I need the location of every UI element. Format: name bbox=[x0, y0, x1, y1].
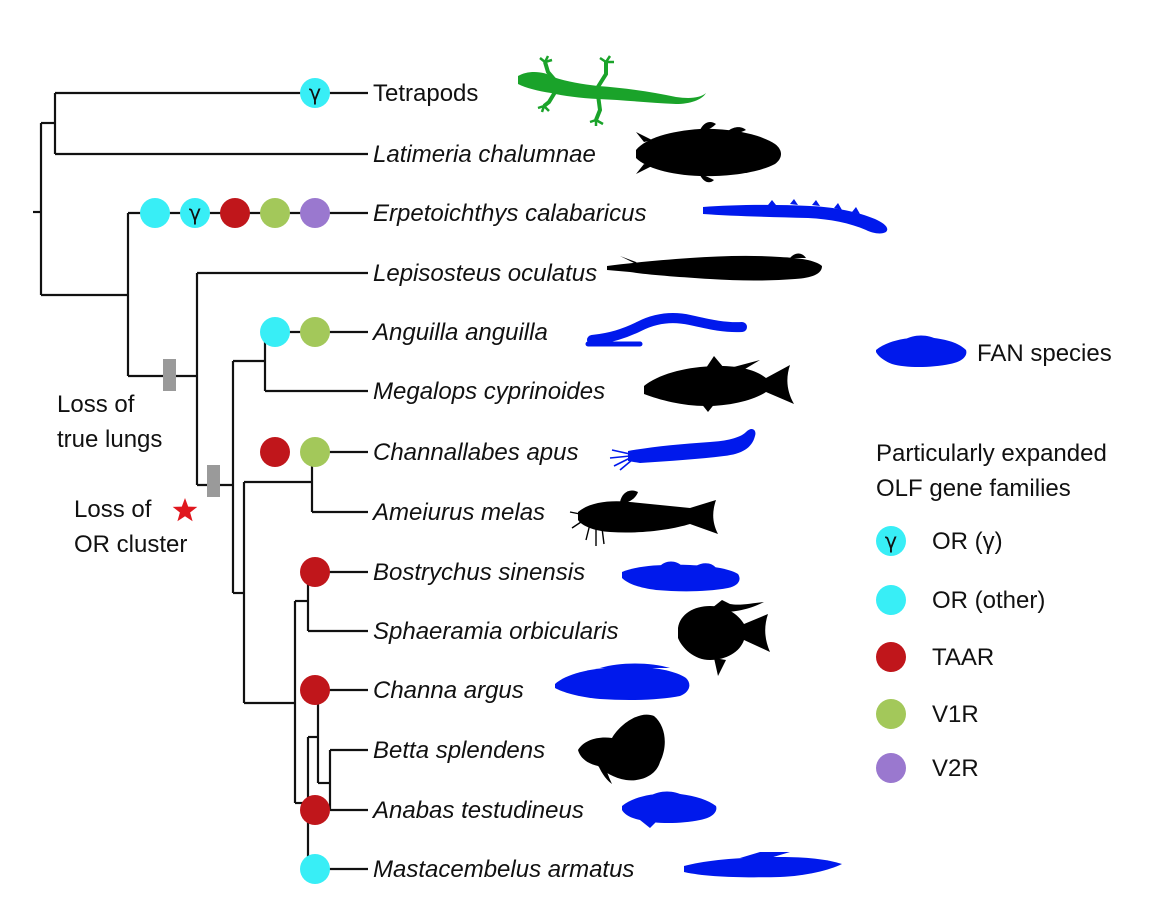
svg-text:γ: γ bbox=[885, 529, 897, 553]
event-marks bbox=[163, 359, 220, 497]
or-other-marker bbox=[260, 317, 290, 347]
legend-item-label: TAAR bbox=[932, 644, 994, 671]
svg-text:γ: γ bbox=[189, 201, 201, 225]
climbing-perch-icon[interactable] bbox=[622, 791, 717, 829]
legend-v2r-swatch bbox=[876, 753, 906, 783]
legend-taar-swatch bbox=[876, 642, 906, 672]
legend-or-other-swatch bbox=[876, 585, 906, 615]
betta-icon bbox=[578, 714, 665, 784]
event-box-loss-true-lungs bbox=[163, 359, 176, 391]
taxon-label: Lepisosteus oculatus bbox=[373, 260, 597, 287]
or-gamma-marker: γ bbox=[300, 78, 330, 108]
legend-items: γ OR (γ) OR (other) TAAR V1R V2R bbox=[876, 526, 1045, 783]
tarpon-icon bbox=[644, 356, 794, 412]
star-icon bbox=[172, 498, 198, 522]
taar-marker bbox=[300, 795, 330, 825]
taxon-label: Mastacembelus armatus bbox=[373, 856, 634, 883]
event-box-loss-or-cluster bbox=[207, 465, 220, 497]
snakehead-icon[interactable] bbox=[555, 663, 690, 701]
taar-marker bbox=[260, 437, 290, 467]
taxon-label: Sphaeramia orbicularis bbox=[373, 618, 618, 645]
coelacanth-icon bbox=[636, 122, 781, 183]
v2r-marker bbox=[300, 198, 330, 228]
or-other-marker bbox=[300, 854, 330, 884]
or-gamma-marker: γ bbox=[180, 198, 210, 228]
legend-or-gamma-swatch: γ bbox=[876, 526, 906, 556]
catfish-icon bbox=[569, 490, 718, 546]
event-annotations: Loss of true lungs Loss of OR cluster bbox=[57, 391, 198, 558]
species-silhouettes bbox=[518, 55, 888, 878]
taxon-label: Erpetoichthys calabaricus bbox=[373, 200, 646, 227]
taxon-label: Anabas testudineus bbox=[371, 797, 584, 824]
taxon-label: Channallabes apus bbox=[373, 439, 579, 466]
legend-item-label: V2R bbox=[932, 755, 979, 782]
eel-icon[interactable] bbox=[585, 313, 747, 347]
legend-item-label: V1R bbox=[932, 701, 979, 728]
taxon-label: Channa argus bbox=[373, 677, 524, 704]
taar-marker bbox=[300, 675, 330, 705]
event-label-loss-or-cluster: Loss of OR cluster bbox=[74, 496, 187, 558]
legend-item-label: OR (γ) bbox=[932, 528, 1003, 555]
legend-v1r-swatch bbox=[876, 699, 906, 729]
v1r-marker bbox=[260, 198, 290, 228]
taxon-label: Megalops cyprinoides bbox=[373, 378, 605, 405]
cardinalfish-icon bbox=[678, 600, 770, 676]
spiny-eel-icon[interactable] bbox=[684, 852, 842, 878]
salamander-icon bbox=[518, 55, 706, 126]
legend-item-label: OR (other) bbox=[932, 587, 1045, 614]
v1r-marker bbox=[300, 437, 330, 467]
reedfish-icon[interactable] bbox=[703, 199, 888, 234]
taar-marker bbox=[220, 198, 250, 228]
v1r-marker bbox=[300, 317, 330, 347]
event-label-loss-true-lungs: Loss of true lungs bbox=[57, 391, 162, 453]
sleeper-goby-icon[interactable] bbox=[622, 561, 740, 592]
legend-fan-icon bbox=[876, 335, 967, 367]
legend: FAN species Particularly expanded OLF ge… bbox=[876, 335, 1113, 783]
svg-text:γ: γ bbox=[309, 81, 321, 105]
taxon-label: Ameiurus melas bbox=[371, 499, 545, 526]
or-other-marker bbox=[140, 198, 170, 228]
taar-marker bbox=[300, 557, 330, 587]
taxon-label: Bostrychus sinensis bbox=[373, 559, 585, 586]
taxon-label: Betta splendens bbox=[373, 737, 545, 764]
taxon-label: Tetrapods bbox=[373, 80, 478, 107]
eel-catfish-icon[interactable] bbox=[609, 429, 756, 471]
taxon-label: Latimeria chalumnae bbox=[373, 141, 596, 168]
gene-family-markers: γγ bbox=[140, 78, 330, 884]
legend-fan-label: FAN species bbox=[977, 340, 1112, 367]
gar-icon bbox=[607, 253, 822, 282]
legend-title: Particularly expanded OLF gene families bbox=[876, 440, 1113, 502]
taxon-label: Anguilla anguilla bbox=[371, 319, 548, 346]
